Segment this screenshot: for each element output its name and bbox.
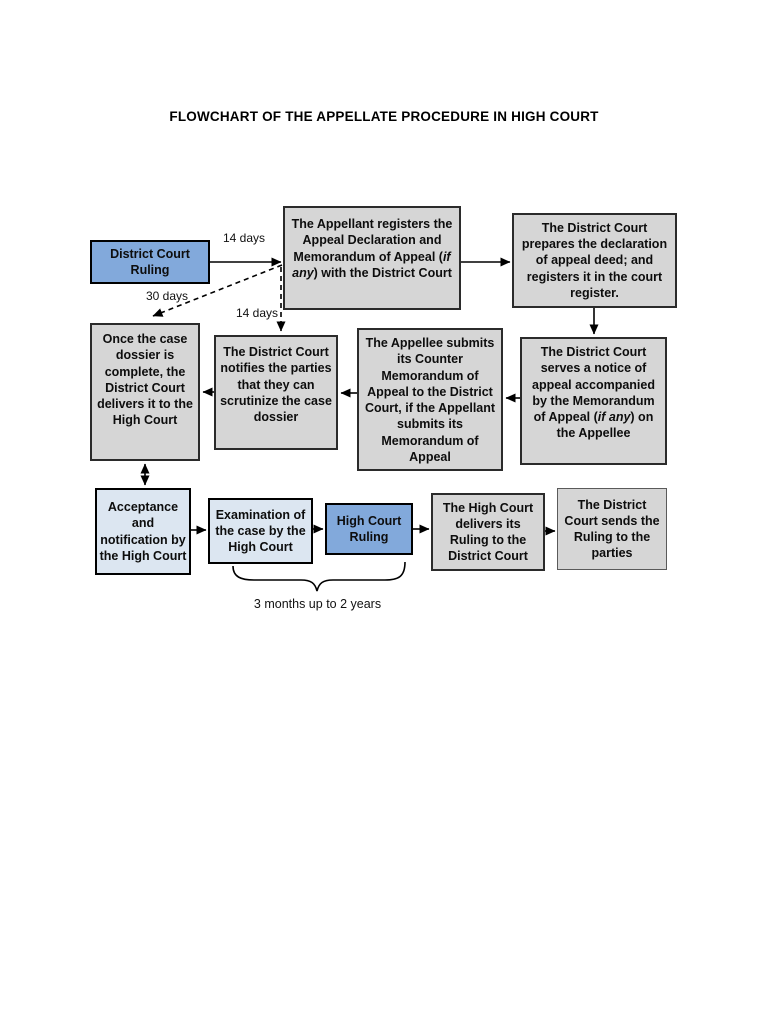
box-district-court-prepares: The District Court prepares the declarat… (512, 213, 677, 308)
label-duration-brace: 3 months up to 2 years (253, 597, 382, 611)
box-high-court-delivers-ruling-text: The High Court delivers its Ruling to th… (442, 500, 534, 564)
box-appellant-registers: The Appellant registers the Appeal Decla… (283, 206, 461, 310)
box-appellee-submits-text: The Appellee submits its Counter Memoran… (364, 336, 496, 464)
text-segment-italic: if any (292, 249, 451, 280)
box-district-court-sends-ruling-text: The District Court sends the Ruling to t… (564, 497, 660, 561)
box-district-court-sends-ruling: The District Court sends the Ruling to t… (557, 488, 667, 570)
box-high-court-delivers-ruling: The High Court delivers its Ruling to th… (431, 493, 545, 571)
box-examination-of-case-text: Examination of the case by the High Cour… (215, 507, 306, 555)
text-segment-italic: if any (597, 410, 631, 424)
box-court-notifies-parties-text: The District Court notifies the parties … (220, 345, 332, 424)
box-court-serves-notice: The District Court serves a notice of ap… (520, 337, 667, 465)
box-district-court-ruling-text: District Court Ruling (110, 246, 190, 277)
box-examination-of-case: Examination of the case by the High Cour… (208, 498, 313, 564)
box-district-court-ruling: District Court Ruling (90, 240, 210, 284)
text-segment: The District Court serves a notice of ap… (532, 345, 655, 424)
box-acceptance-notification: Acceptance and notification by the High … (95, 488, 191, 575)
box-court-notifies-parties: The District Court notifies the parties … (214, 335, 338, 450)
text-segment: ) on the Appellee (556, 410, 654, 441)
box-high-court-ruling: High Court Ruling (325, 503, 413, 555)
box-appellant-registers-text: The Appellant registers the Appeal Decla… (291, 216, 453, 281)
page-title: FLOWCHART OF THE APPELLATE PROCEDURE IN … (169, 109, 599, 124)
box-acceptance-notification-text: Acceptance and notification by the High … (99, 500, 187, 563)
label-14-days-side: 14 days (235, 306, 278, 320)
box-appellee-submits: The Appellee submits its Counter Memoran… (357, 328, 503, 471)
duration-brace (232, 561, 406, 592)
box-once-dossier-complete-text: Once the case dossier is complete, the D… (97, 332, 193, 428)
box-court-serves-notice-text: The District Court serves a notice of ap… (527, 344, 660, 442)
text-segment: ) with the District Court (313, 265, 452, 280)
box-once-dossier-complete: Once the case dossier is complete, the D… (90, 323, 200, 461)
text-segment: The Appellant registers the Appeal Decla… (291, 217, 453, 264)
box-high-court-ruling-text: High Court Ruling (336, 513, 402, 544)
box-district-court-prepares-text: The District Court prepares the declarat… (521, 220, 668, 300)
label-14-days-top: 14 days (222, 231, 266, 245)
label-30-days: 30 days (146, 289, 189, 303)
